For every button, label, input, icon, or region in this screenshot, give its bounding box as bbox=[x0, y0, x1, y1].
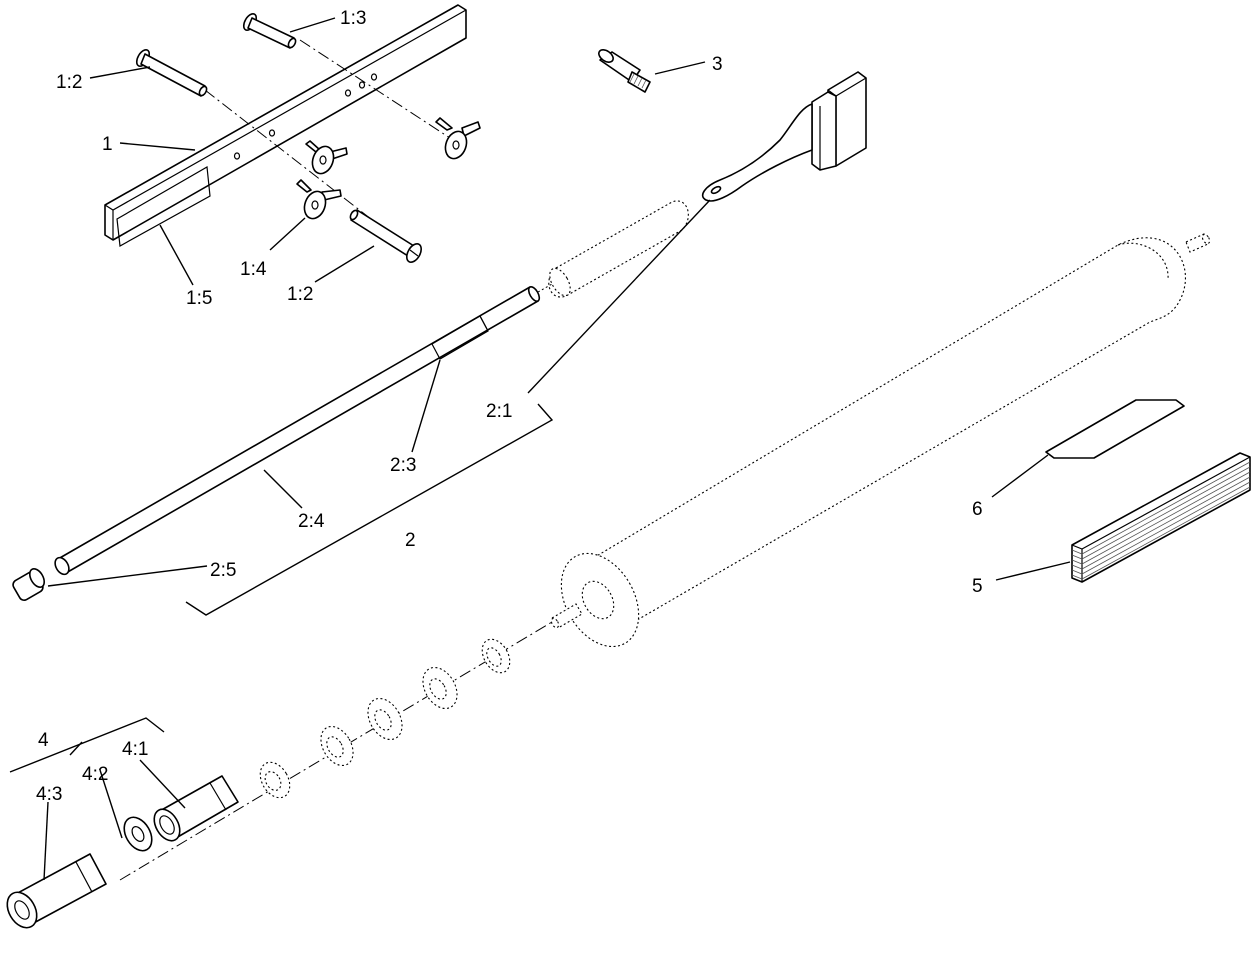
callout-1: 1 bbox=[102, 134, 113, 155]
callout-2-5: 2:5 bbox=[210, 560, 236, 581]
brush-plug bbox=[598, 49, 651, 93]
wing-nut-middle bbox=[305, 140, 348, 175]
callout-2-4: 2:4 bbox=[298, 511, 325, 532]
wing-nut-right bbox=[435, 117, 481, 160]
leader-lines bbox=[43, 17, 1071, 881]
callout-4-2: 4:2 bbox=[82, 764, 108, 785]
bolt-left bbox=[135, 49, 208, 97]
wing-nut-lower bbox=[296, 179, 342, 220]
callout-4-1: 4:1 bbox=[122, 739, 148, 760]
washer-4-2 bbox=[123, 816, 153, 852]
extension-pole bbox=[54, 283, 553, 576]
callout-1-3: 1:3 bbox=[340, 8, 366, 29]
bolt-top bbox=[242, 13, 297, 49]
bearing-stack-ghost bbox=[259, 638, 511, 799]
mounting-bar-assembly bbox=[104, 4, 481, 263]
callout-1-2-top: 1:2 bbox=[56, 72, 82, 93]
bushing-4-3 bbox=[6, 853, 107, 929]
callout-4: 4 bbox=[38, 730, 49, 751]
callout-1-2-bottom: 1:2 bbox=[287, 284, 313, 305]
bushing-4-1 bbox=[153, 775, 239, 842]
callout-2-3: 2:3 bbox=[390, 455, 416, 476]
roller-drum-ghost bbox=[119, 233, 1211, 881]
callout-2: 2 bbox=[405, 530, 416, 551]
bolt-bottom bbox=[349, 209, 423, 263]
sandpaper-stack bbox=[1071, 452, 1251, 583]
bracket-4 bbox=[9, 717, 165, 773]
callout-4-3: 4:3 bbox=[36, 784, 62, 805]
callout-labels: 1 1:2 1:3 1:4 1:5 1:2 3 2:1 2:3 2:4 2 2:… bbox=[36, 8, 983, 805]
callout-5: 5 bbox=[972, 576, 983, 597]
sandpaper-sheet bbox=[1045, 399, 1185, 459]
callout-1-4: 1:4 bbox=[240, 259, 267, 280]
callout-2-1: 2:1 bbox=[486, 401, 512, 422]
bar-decal bbox=[116, 166, 211, 247]
callout-3: 3 bbox=[712, 54, 723, 75]
roller-sleeve-ghost bbox=[548, 200, 689, 298]
callout-6: 6 bbox=[972, 499, 983, 520]
bracket-2 bbox=[185, 403, 554, 616]
paint-brush bbox=[701, 71, 867, 202]
callout-1-5: 1:5 bbox=[186, 288, 212, 309]
pole-end-cap bbox=[12, 568, 46, 601]
